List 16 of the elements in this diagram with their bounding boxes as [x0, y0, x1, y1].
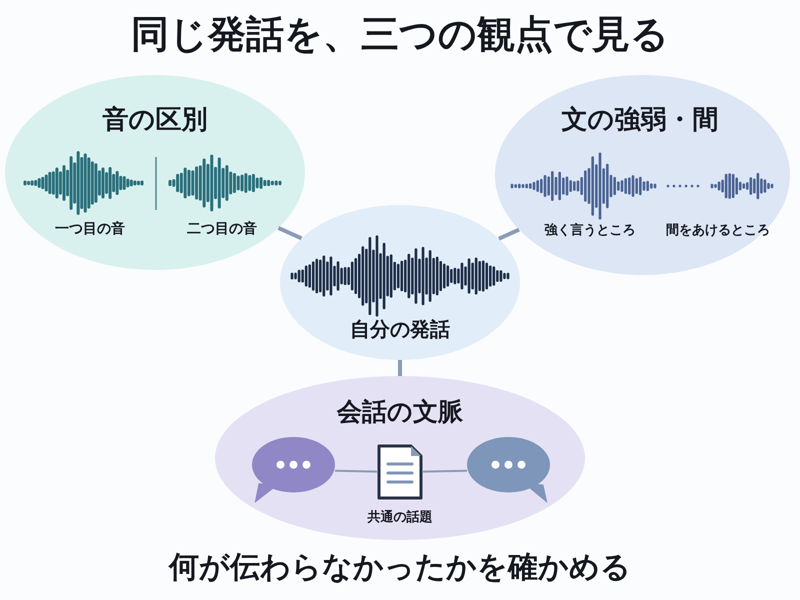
caption-text: 一つ目の音 — [55, 222, 125, 238]
title: 同じ発話を、三つの観点で見る — [131, 14, 669, 56]
heading: 文の強弱・間 — [562, 106, 718, 135]
connector-line — [498, 228, 520, 240]
connector-line — [398, 360, 402, 376]
heading: 音の区別 — [102, 106, 208, 135]
connector-line — [278, 226, 302, 240]
caption-text: 間をあけるところ — [666, 224, 770, 238]
caption: 何が伝わらなかったかを確かめる — [169, 551, 631, 584]
heading: 自分の発話 — [350, 318, 450, 340]
caption-text: 共通の話題 — [368, 511, 432, 526]
heading: 会話の文脈 — [337, 398, 463, 426]
connector-line — [334, 470, 378, 473]
caption-text: 強く言うところ — [544, 224, 636, 238]
connector-line — [422, 470, 468, 473]
caption-text: 二つ目の音 — [187, 222, 257, 238]
